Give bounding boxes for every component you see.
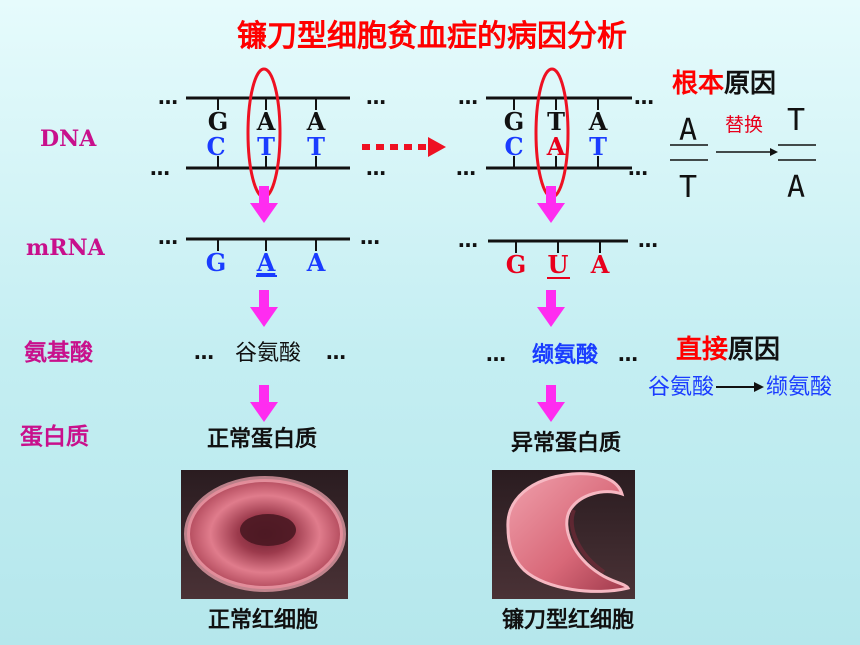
mutant-dna-ellipsis-bottom-right: … [628, 156, 648, 180]
normal-mrna-base-1: G [206, 248, 227, 277]
mutant-mrna-ellipsis-right: … [638, 228, 658, 252]
normal-cell-label: 正常红细胞 [208, 607, 318, 633]
mutant-dna-strands [486, 96, 632, 170]
mutant-mrna-base-3: A [590, 250, 610, 279]
mutant-dna-ellipsis-top-left: … [458, 85, 478, 109]
mutant-dna-bottom-base-1: C [504, 132, 523, 161]
page-title: 镰刀型细胞贫血症的病因分析 [237, 19, 627, 54]
mutant-dna-ellipsis-bottom-left: … [456, 156, 476, 180]
substitution-after-bottom: A [787, 170, 805, 205]
mutant-amino-ellipsis-right: … [618, 342, 638, 366]
direct-cause-rest: 原因 [728, 335, 780, 365]
substitution-label: 替换 [725, 114, 763, 136]
mutant-cell-label: 镰刀型红细胞 [502, 607, 634, 633]
mutant-mrna-ellipsis-left: … [458, 228, 478, 252]
direct-cause-heading: 直接原因 [676, 335, 780, 365]
normal-mrna-ellipsis-right: … [360, 225, 380, 249]
normal-mrna-ellipsis-left: … [158, 225, 178, 249]
substitution-arrow [716, 148, 778, 156]
normal-protein: 正常蛋白质 [207, 426, 317, 452]
sickle-red-cell-image [492, 470, 635, 599]
normal-amino-ellipsis-right: … [326, 340, 346, 364]
normal-red-cell-image [181, 470, 348, 599]
row-label-protein: 蛋白质 [20, 423, 89, 450]
normal-mrna-base-3: A [306, 248, 326, 277]
root-cause-heading: 根本原因 [672, 69, 776, 99]
substitution-before-top: A [679, 113, 697, 148]
mutant-dna-top-base-1: G [504, 107, 525, 136]
normal-dna-top-base-1: G [208, 107, 229, 136]
normal-dna-top-base-2: A [256, 107, 276, 136]
mutant-amino-acid: 缬氨酸 [532, 342, 599, 368]
mutant-mrna-base-1: G [506, 250, 527, 279]
root-cause-emph: 根本 [672, 69, 724, 99]
normal-dna-bottom-base-2: T [257, 132, 275, 161]
direct-cause-from: 谷氨酸 [648, 375, 714, 400]
mutant-protein: 异常蛋白质 [511, 430, 621, 456]
mutant-arrow-translation [537, 290, 565, 327]
mutant-amino-ellipsis-left: … [486, 342, 506, 366]
substitution-after-top: T [787, 103, 805, 138]
normal-amino-acid: 谷氨酸 [235, 341, 301, 366]
row-label-amino-acid: 氨基酸 [24, 339, 94, 366]
mutant-arrow-transcription [537, 186, 565, 223]
normal-amino-ellipsis-left: … [194, 340, 214, 364]
mutant-dna-bottom-base-3: T [589, 132, 607, 161]
substitution-before-bottom: T [679, 170, 697, 205]
normal-dna-bottom-base-1: C [206, 132, 225, 161]
row-label-dna: DNA [40, 126, 97, 152]
direct-cause-arrow [716, 382, 764, 392]
normal-arrow-transcription [250, 186, 278, 223]
direct-cause-emph: 直接 [676, 335, 728, 365]
normal-dna-strands [186, 96, 350, 170]
row-label-mrna: mRNA [26, 235, 106, 261]
mutation-arrow [362, 137, 446, 157]
mutant-mrna-base-2: U [548, 250, 569, 279]
normal-dna-ellipsis-top-left: … [158, 85, 178, 109]
normal-dna-top-base-3: A [306, 107, 326, 136]
direct-cause-to: 缬氨酸 [766, 375, 832, 400]
mutant-dna-ellipsis-top-right: … [634, 85, 654, 109]
normal-dna-ellipsis-bottom-right: … [366, 156, 386, 180]
normal-arrow-translation [250, 290, 278, 327]
mutant-dna-top-base-3: A [588, 107, 608, 136]
normal-dna-ellipsis-top-right: … [366, 85, 386, 109]
normal-dna-bottom-base-3: T [307, 132, 325, 161]
normal-arrow-protein [250, 385, 278, 422]
mutant-dna-bottom-base-2: A [546, 132, 566, 161]
mutant-arrow-protein [537, 385, 565, 422]
root-cause-rest: 原因 [724, 69, 776, 99]
mutant-mrna-strand [488, 239, 628, 253]
mutant-dna-top-base-2: T [547, 107, 565, 136]
normal-dna-ellipsis-bottom-left: … [150, 156, 170, 180]
normal-mrna-strand [186, 237, 350, 251]
normal-mrna-base-2: A [256, 248, 276, 277]
